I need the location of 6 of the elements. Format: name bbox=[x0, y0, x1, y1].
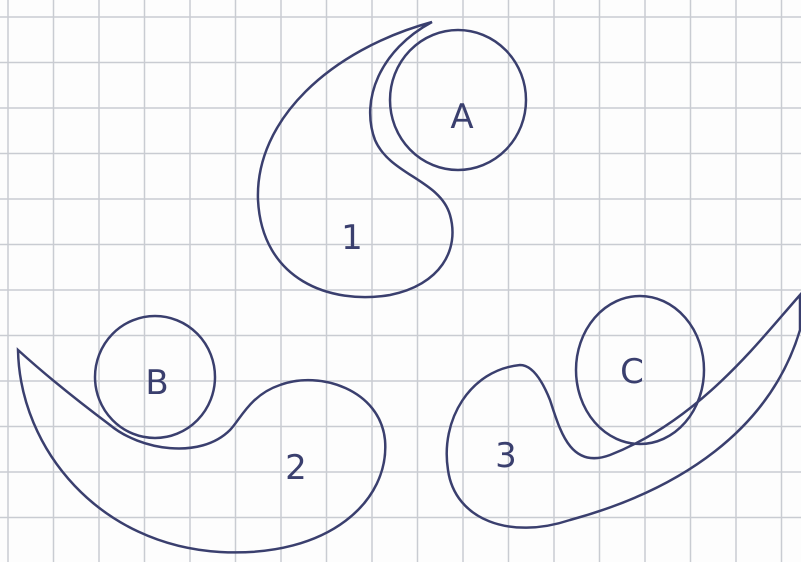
shape-label: C bbox=[620, 355, 644, 389]
shape-label: A bbox=[450, 100, 474, 134]
shape-label: 3 bbox=[495, 439, 517, 473]
shape-label: 1 bbox=[341, 221, 363, 255]
shape-label: B bbox=[145, 366, 169, 400]
shape-label: 2 bbox=[285, 451, 307, 485]
